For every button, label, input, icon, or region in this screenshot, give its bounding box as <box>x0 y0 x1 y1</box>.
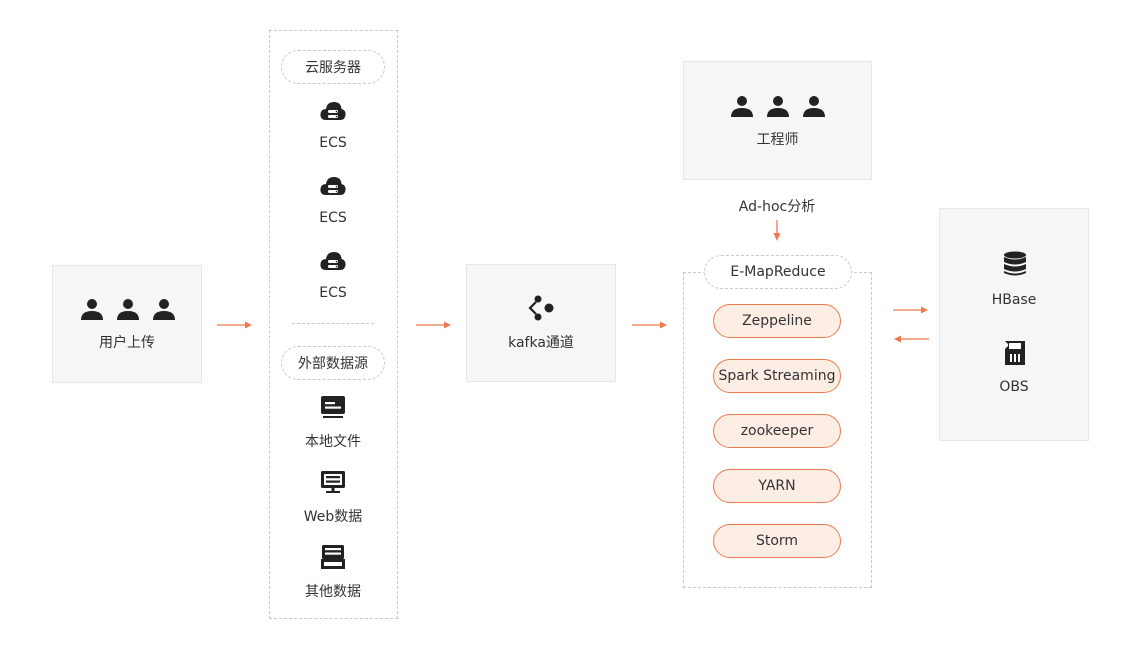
engineer-box: 工程师 <box>683 61 872 180</box>
kafka-label: kafka通道 <box>508 335 574 351</box>
cloud-server-icon <box>320 102 346 120</box>
arrow-engineer-to-emr <box>773 220 781 241</box>
sources-column <box>269 30 398 619</box>
arrow-storage-to-emr <box>894 335 929 343</box>
adhoc-label: Ad-hoc分析 <box>738 199 816 215</box>
users-icon <box>81 299 175 320</box>
emr-component-spark-streaming: Spark Streaming <box>713 359 841 393</box>
archive-icon <box>321 545 345 569</box>
cloud-server-icon <box>320 177 346 195</box>
storage-box: HBase OBS <box>939 208 1089 441</box>
emr-component-yarn: YARN <box>713 469 841 503</box>
emr-title: E-MapReduce <box>704 255 852 289</box>
external-source-title: 外部数据源 <box>281 346 385 380</box>
emr-component-zeppeline: Zeppeline <box>713 304 841 338</box>
arrow-upload-to-sources <box>217 321 252 329</box>
arrow-sources-to-kafka <box>416 321 451 329</box>
arrow-kafka-to-emr <box>632 321 667 329</box>
emr-component-storm: Storm <box>713 524 841 558</box>
other-data-label: 其他数据 <box>305 584 361 600</box>
engineer-label: 工程师 <box>756 132 799 148</box>
arrow-emr-to-storage <box>893 306 928 314</box>
monitor-icon <box>321 471 345 493</box>
ecs-label: ECS <box>319 285 347 301</box>
users-icon <box>731 96 825 117</box>
user-upload-label: 用户上传 <box>99 335 155 351</box>
ecs-label: ECS <box>319 135 347 151</box>
emr-component-zookeeper: zookeeper <box>713 414 841 448</box>
share-icon <box>528 295 554 321</box>
cloud-server-title: 云服务器 <box>281 50 385 84</box>
kafka-box: kafka通道 <box>466 264 616 382</box>
web-data-label: Web数据 <box>303 509 363 525</box>
database-icon <box>1004 251 1026 276</box>
local-file-label: 本地文件 <box>305 434 361 450</box>
file-tray-icon <box>321 396 345 418</box>
user-upload-box: 用户上传 <box>52 265 202 383</box>
sd-card-icon <box>1005 341 1025 365</box>
ecs-label: ECS <box>319 210 347 226</box>
cloud-server-icon <box>320 252 346 270</box>
hbase-label: HBase <box>991 292 1037 308</box>
obs-label: OBS <box>999 379 1029 395</box>
sources-divider <box>292 323 374 324</box>
